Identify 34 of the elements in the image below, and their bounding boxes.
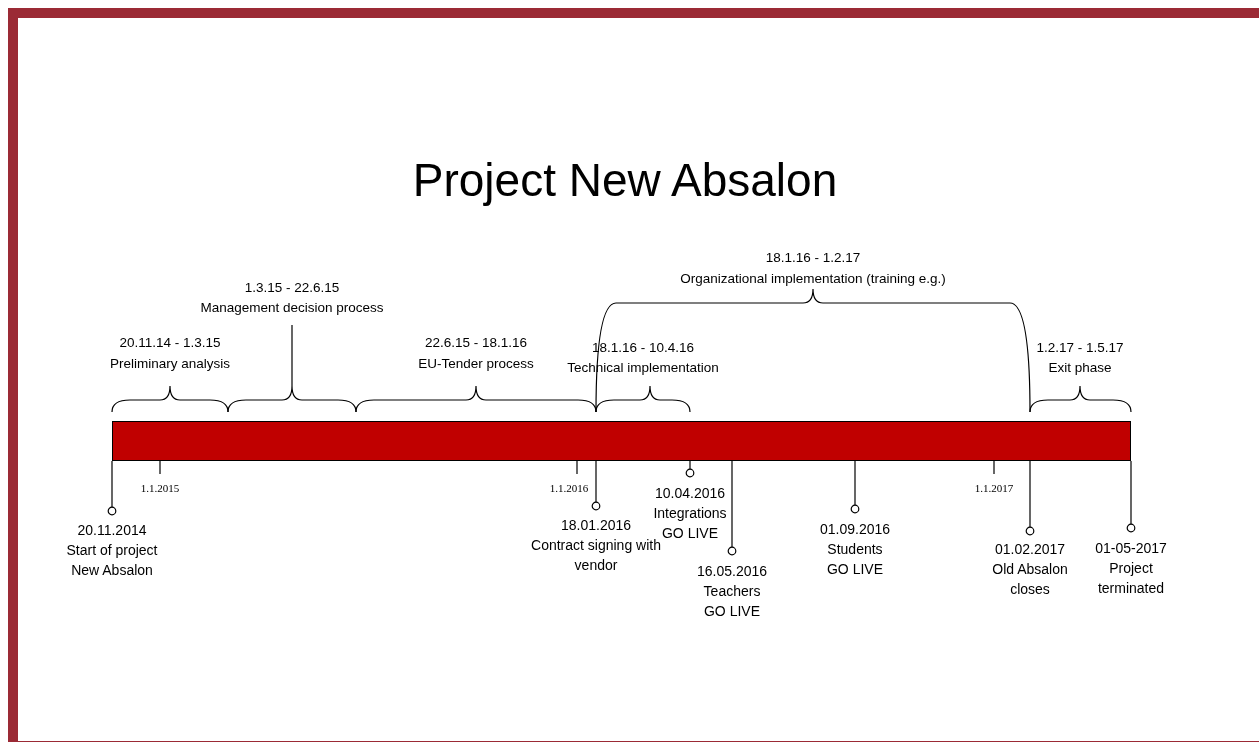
milestone-label: Old Absalon closes <box>991 560 1069 599</box>
date-range: 20.11.14 - 1.3.15 <box>119 334 221 352</box>
leader-line <box>1126 460 1136 533</box>
milestone-label: Contract signing with vendor <box>530 536 662 575</box>
date-range: 18.1.16 - 1.2.17 <box>765 249 861 267</box>
phase-label: Preliminary analysis <box>110 355 230 373</box>
timeline-bar <box>112 421 1131 461</box>
date-label: 01.09.2016 <box>820 520 890 539</box>
date-range: 1.2.17 - 1.5.17 <box>1036 339 1124 357</box>
milestone-label: Start of project New Absalon <box>65 541 159 580</box>
leader-line <box>107 460 117 516</box>
date-range: 1.3.15 - 22.6.15 <box>244 279 340 297</box>
date-label: 16.05.2016 <box>697 562 767 581</box>
date-range: 22.6.15 - 18.1.16 <box>424 334 528 352</box>
milestone-label: Project terminated <box>1096 559 1166 598</box>
tick-label: 1.1.2016 <box>549 482 589 494</box>
milestone-label: Teachers GO LIVE <box>702 582 762 621</box>
milestone-label: Students GO LIVE <box>826 540 884 579</box>
tick-label: 1.1.2017 <box>974 482 1014 494</box>
leader-line <box>727 460 737 556</box>
phase-label: Organizational implementation (training e.g.) <box>680 270 946 288</box>
phase-label: Exit phase <box>1048 359 1112 377</box>
leader-line <box>850 460 860 514</box>
phase-label: EU-Tender process <box>418 355 534 373</box>
tick-label: 1.1.2015 <box>140 482 180 494</box>
leader-line <box>685 460 695 478</box>
leader-line <box>591 460 601 511</box>
title: Project New Absalon <box>412 153 838 208</box>
date-label: 01-05-2017 <box>1094 539 1168 558</box>
phase-label: Management decision process <box>200 299 384 317</box>
date-label: 10.04.2016 <box>653 484 727 503</box>
date-label: 01.02.2017 <box>993 540 1067 559</box>
leader-line <box>1025 460 1035 536</box>
date-label: 20.11.2014 <box>76 521 148 540</box>
